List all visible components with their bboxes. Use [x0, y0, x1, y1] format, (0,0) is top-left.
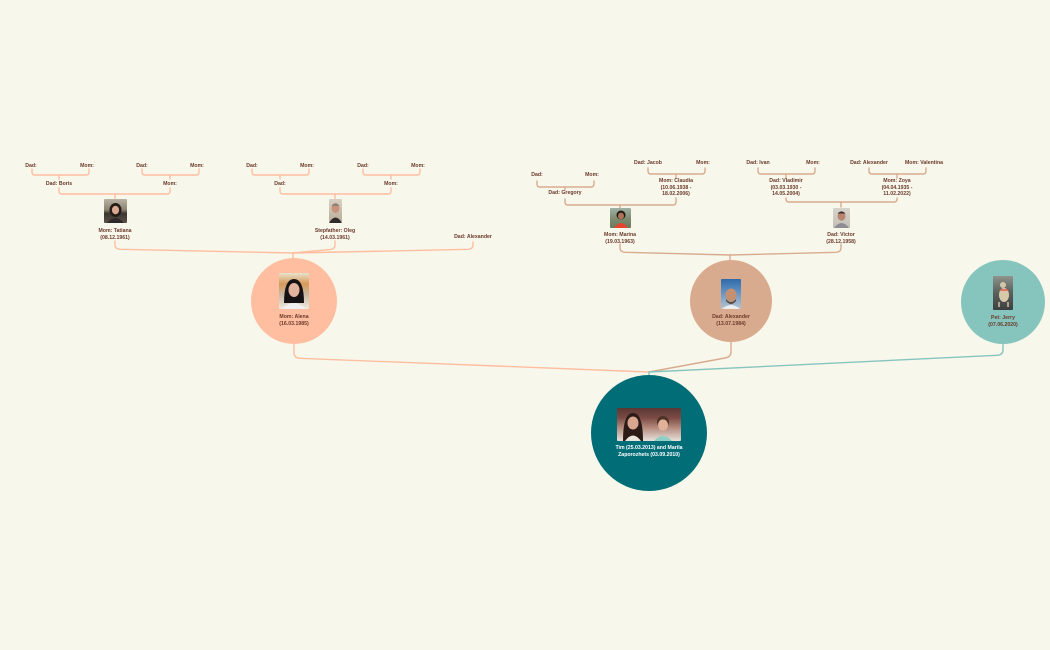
great-grandparent-label: Mom: [411, 163, 425, 169]
great-grandparent-label: Mom: [300, 163, 314, 169]
grandparent-label-claudia[interactable]: Mom: Claudia (10.06.1938 - 18.02.2006) [658, 178, 694, 197]
person-photo-icon [107, 203, 124, 223]
person-photo-icon [329, 203, 342, 223]
alexander-label: Dad: Alexander (13.07.1984) [712, 314, 750, 327]
children-photo[interactable] [617, 408, 681, 441]
alena-photo[interactable] [279, 273, 309, 309]
person-photo-icon [282, 279, 306, 309]
great-grandparent-label-ivan: Dad: Ivan [746, 160, 770, 166]
person-label-tatiana[interactable]: Mom: Tatiana (08.12.1961) [98, 228, 132, 241]
person-label-victor[interactable]: Dad: Victor (28.12.1958) [826, 232, 856, 245]
great-grandparent-label: Mom: [190, 163, 204, 169]
person-label-oleg[interactable]: Stepfather: Oleg (14.03.1961) [314, 228, 356, 241]
person-photo-icon [614, 210, 628, 228]
great-grandparent-label-jacob: Dad: Jacob [634, 160, 662, 166]
person-label-marina[interactable]: Mom: Marina (19.03.1963) [604, 232, 636, 245]
great-grandparent-label: Dad: [25, 163, 37, 169]
children-label: Tim (25.03.2013) and Marila Zaporozhets … [615, 445, 683, 458]
person-photo-icon [834, 211, 849, 228]
great-grandparent-label: Mom: [80, 163, 94, 169]
person-label-alexander-maternal[interactable]: Dad: Alexander [454, 234, 492, 240]
tatiana-photo[interactable] [104, 199, 127, 223]
oleg-photo[interactable] [329, 199, 342, 223]
alexander-photo[interactable] [721, 279, 741, 309]
grandparent-label[interactable]: Mom: [163, 181, 177, 187]
grandparent-label-vladimir[interactable]: Dad: Vladimir (03.03.1930 - 14.05.2004) [769, 178, 803, 197]
grandparent-label[interactable]: Mom: [384, 181, 398, 187]
great-grandparent-label-valentina: Mom: Valentina [904, 160, 944, 166]
great-grandparent-label: Dad: [357, 163, 369, 169]
great-grandparent-label: Mom: [696, 160, 710, 166]
great-grandparent-label: Dad: [136, 163, 148, 169]
grandparent-label[interactable]: Dad: [274, 181, 286, 187]
grandparent-label-zoya[interactable]: Mom: Zoya (04.04.1935 - 11.02.2022) [881, 178, 913, 197]
jerry-photo[interactable] [993, 276, 1013, 310]
great-grandparent-label: Dad: [531, 172, 543, 178]
dog-photo-icon [998, 282, 1009, 307]
great-grandparent-label: Mom: [806, 160, 820, 166]
great-grandparent-label-alexander: Dad: Alexander [850, 160, 888, 166]
children-photo-icon [623, 413, 672, 441]
person-photo-icon [722, 288, 740, 309]
grandparent-label-gregory[interactable]: Dad: Gregory [548, 190, 582, 196]
alena-label: Mom: Alena (16.03.1985) [279, 314, 309, 327]
jerry-label: Pet: Jerry (07.06.2020) [988, 315, 1018, 328]
marina-photo[interactable] [610, 208, 631, 228]
great-grandparent-label: Dad: [246, 163, 258, 169]
grandparent-label-boris[interactable]: Dad: Boris [45, 181, 73, 187]
victor-photo[interactable] [833, 208, 850, 228]
great-grandparent-label: Mom: [585, 172, 599, 178]
